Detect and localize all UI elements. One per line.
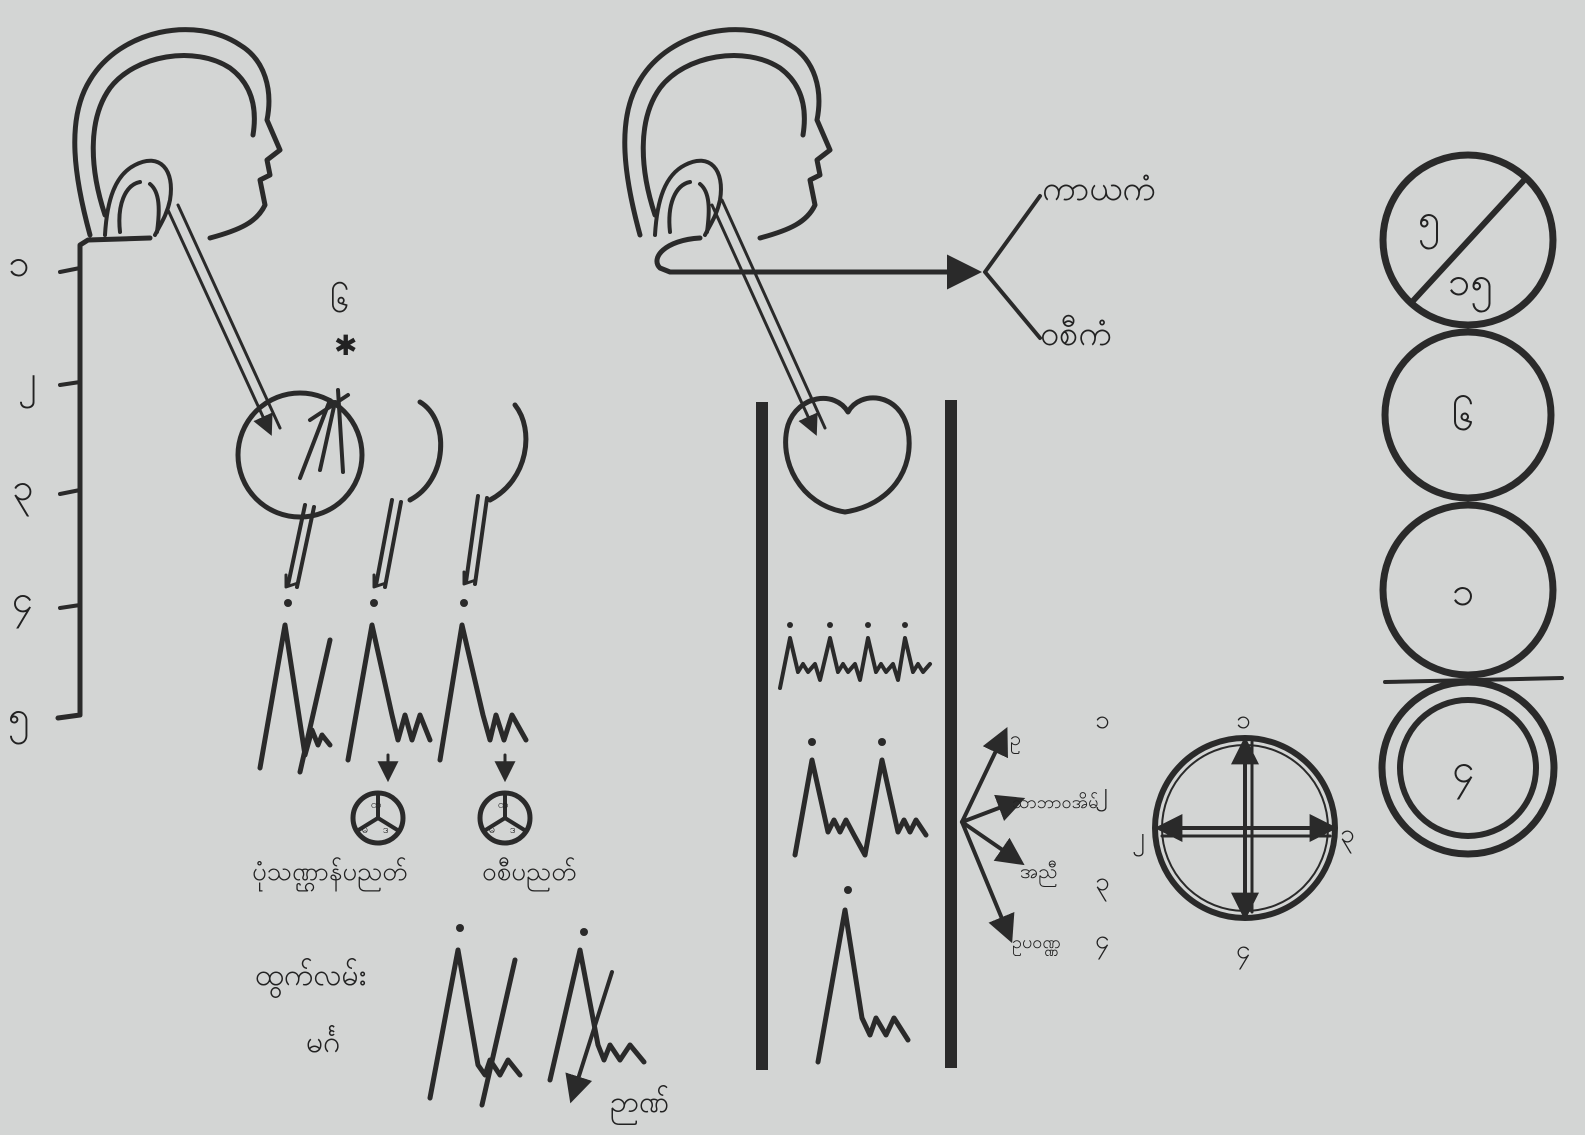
mid-list-num-1: ၁ [1095, 705, 1110, 735]
circle-1-upper: ၅ [1418, 196, 1441, 250]
scale-num-1: ၁ [8, 241, 29, 285]
disk-right-glyph-right: ဒ [510, 823, 516, 836]
scale-num-5: ၅ [8, 693, 29, 745]
left-down-arrows [286, 496, 487, 587]
star-icon: ✱ [334, 329, 357, 362]
cross-num-right: ၃ [1340, 819, 1355, 854]
left-arc-2 [490, 405, 526, 500]
cross-diagram [1155, 738, 1335, 918]
left-scale [58, 238, 150, 718]
label-bottom-right: ဉာဏ် [610, 1085, 669, 1126]
cross-num-top: ၁ [1236, 705, 1251, 735]
circle-1-lower: ၁၅ [1448, 259, 1493, 313]
mid-wave-row-1 [780, 622, 930, 688]
mid-heart [786, 398, 910, 512]
cross-num-left: ၂ [1132, 822, 1145, 857]
mid-head [625, 30, 830, 238]
circle-4-label: ၄ [1452, 746, 1475, 800]
mid-list-label-2: သာဘာဝအိမ် [1012, 792, 1098, 813]
left-head-heart-arrow [168, 205, 280, 432]
mid-list-num-4: ၄ [1095, 925, 1110, 960]
mid-fan-arrows [962, 732, 1020, 938]
label-disk-left: ပုံသဏ္ဌာန်ပညတ် [252, 856, 408, 892]
disk-right-glyph-top: တ [498, 798, 509, 811]
cross-num-bottom: ၄ [1236, 935, 1251, 970]
mid-wave-row-3 [818, 886, 908, 1062]
mid-list-label-4: ဥပဝဏ္ဏ [1012, 932, 1061, 956]
mid-bar-left [756, 402, 768, 1070]
branch-label-top: ကာယကံ [1042, 169, 1156, 209]
label-disk-right: ဝစီပညတ် [482, 856, 577, 892]
label-exit-top: ထွက်လမ်း [255, 958, 366, 999]
left-bottom-waveforms [430, 924, 644, 1105]
circle-2-label: ၆ [1452, 394, 1475, 440]
label-exit-bottom: မင်္ဂ [306, 1025, 340, 1060]
left-heart [238, 390, 362, 517]
left-waveforms [260, 599, 526, 772]
disk-left-glyph-top: တ [371, 798, 382, 811]
scale-num-2: ၂ [18, 357, 37, 409]
mid-wave-row-2 [795, 738, 926, 855]
mid-list-label-1: ဥ [1010, 726, 1021, 754]
left-arc-1 [410, 402, 441, 500]
disk-left-glyph-right: ဒ [383, 823, 389, 836]
circle-3-label: ၁ [1452, 569, 1475, 615]
mid-bar-right [945, 400, 957, 1068]
mid-list-label-3: အညီ [1020, 859, 1058, 887]
scale-num-3: ၃ [12, 465, 33, 517]
disk-right-glyph-left: မ [489, 823, 495, 836]
mid-list-num-3: ၃ [1095, 867, 1110, 902]
scale-num-4: ၄ [12, 577, 33, 629]
disk-left-glyph-left: မ [362, 823, 368, 836]
star-numeral: ၆ [330, 281, 349, 321]
branch-label-bottom: ဝစီကံ [1040, 314, 1112, 354]
mid-list-num-2: ၂ [1095, 777, 1108, 812]
